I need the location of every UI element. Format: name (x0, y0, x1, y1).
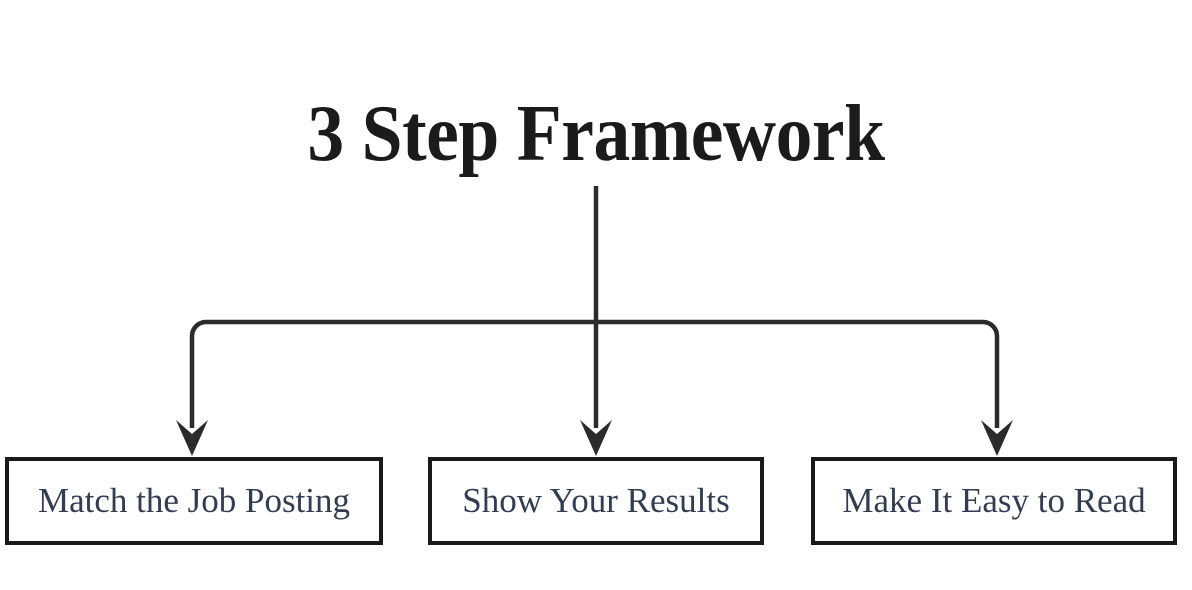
step-box-1[interactable]: Match the Job Posting (5, 457, 383, 545)
branch-line-left (189, 319, 596, 428)
step-box-2-label: Show Your Results (462, 481, 730, 520)
step-box-3[interactable]: Make It Easy to Read (811, 457, 1177, 545)
arrowhead-icon-center (580, 420, 612, 456)
arrowhead-icon-right (981, 420, 1013, 456)
step-box-2[interactable]: Show Your Results (428, 457, 764, 545)
step-box-1-label: Match the Job Posting (37, 481, 351, 520)
step-box-3-label: Make It Easy to Read (842, 481, 1146, 520)
arrowhead-icon-left (176, 420, 208, 456)
page-title: 3 Step Framework (307, 90, 885, 178)
branch-line-right (596, 319, 1000, 428)
